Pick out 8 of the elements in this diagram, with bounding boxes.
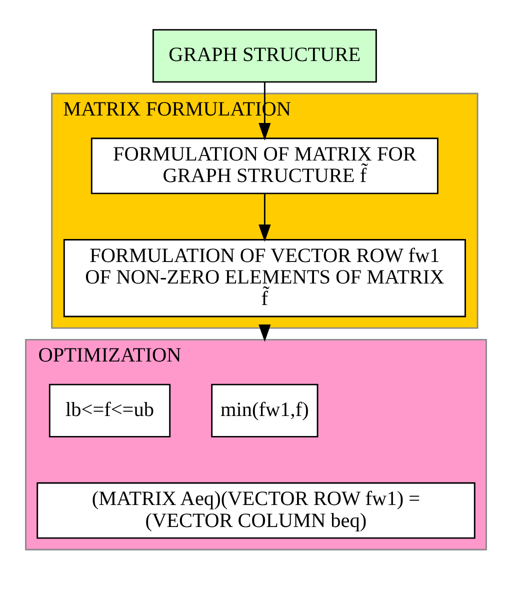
arrow [258, 324, 271, 342]
node-box: FORMULATION OF MATRIX FOR GRAPH STRUCTURE f̃ [90, 137, 438, 194]
node-box: FORMULATION OF VECTOR ROW fw1 OF NON-ZERO ELEMENTS OF MATRIX f̃ [63, 238, 466, 317]
node-box: GRAPH STRUCTURE [152, 28, 377, 82]
arrow [258, 193, 271, 242]
node-box: (MATRIX Aeq)(VECTOR ROW fw1) = (VECTOR COLUMN beq) [36, 482, 476, 538]
node-box: min(fw1,f) [211, 383, 318, 437]
node-box: lb<=f<=ub [48, 383, 171, 437]
